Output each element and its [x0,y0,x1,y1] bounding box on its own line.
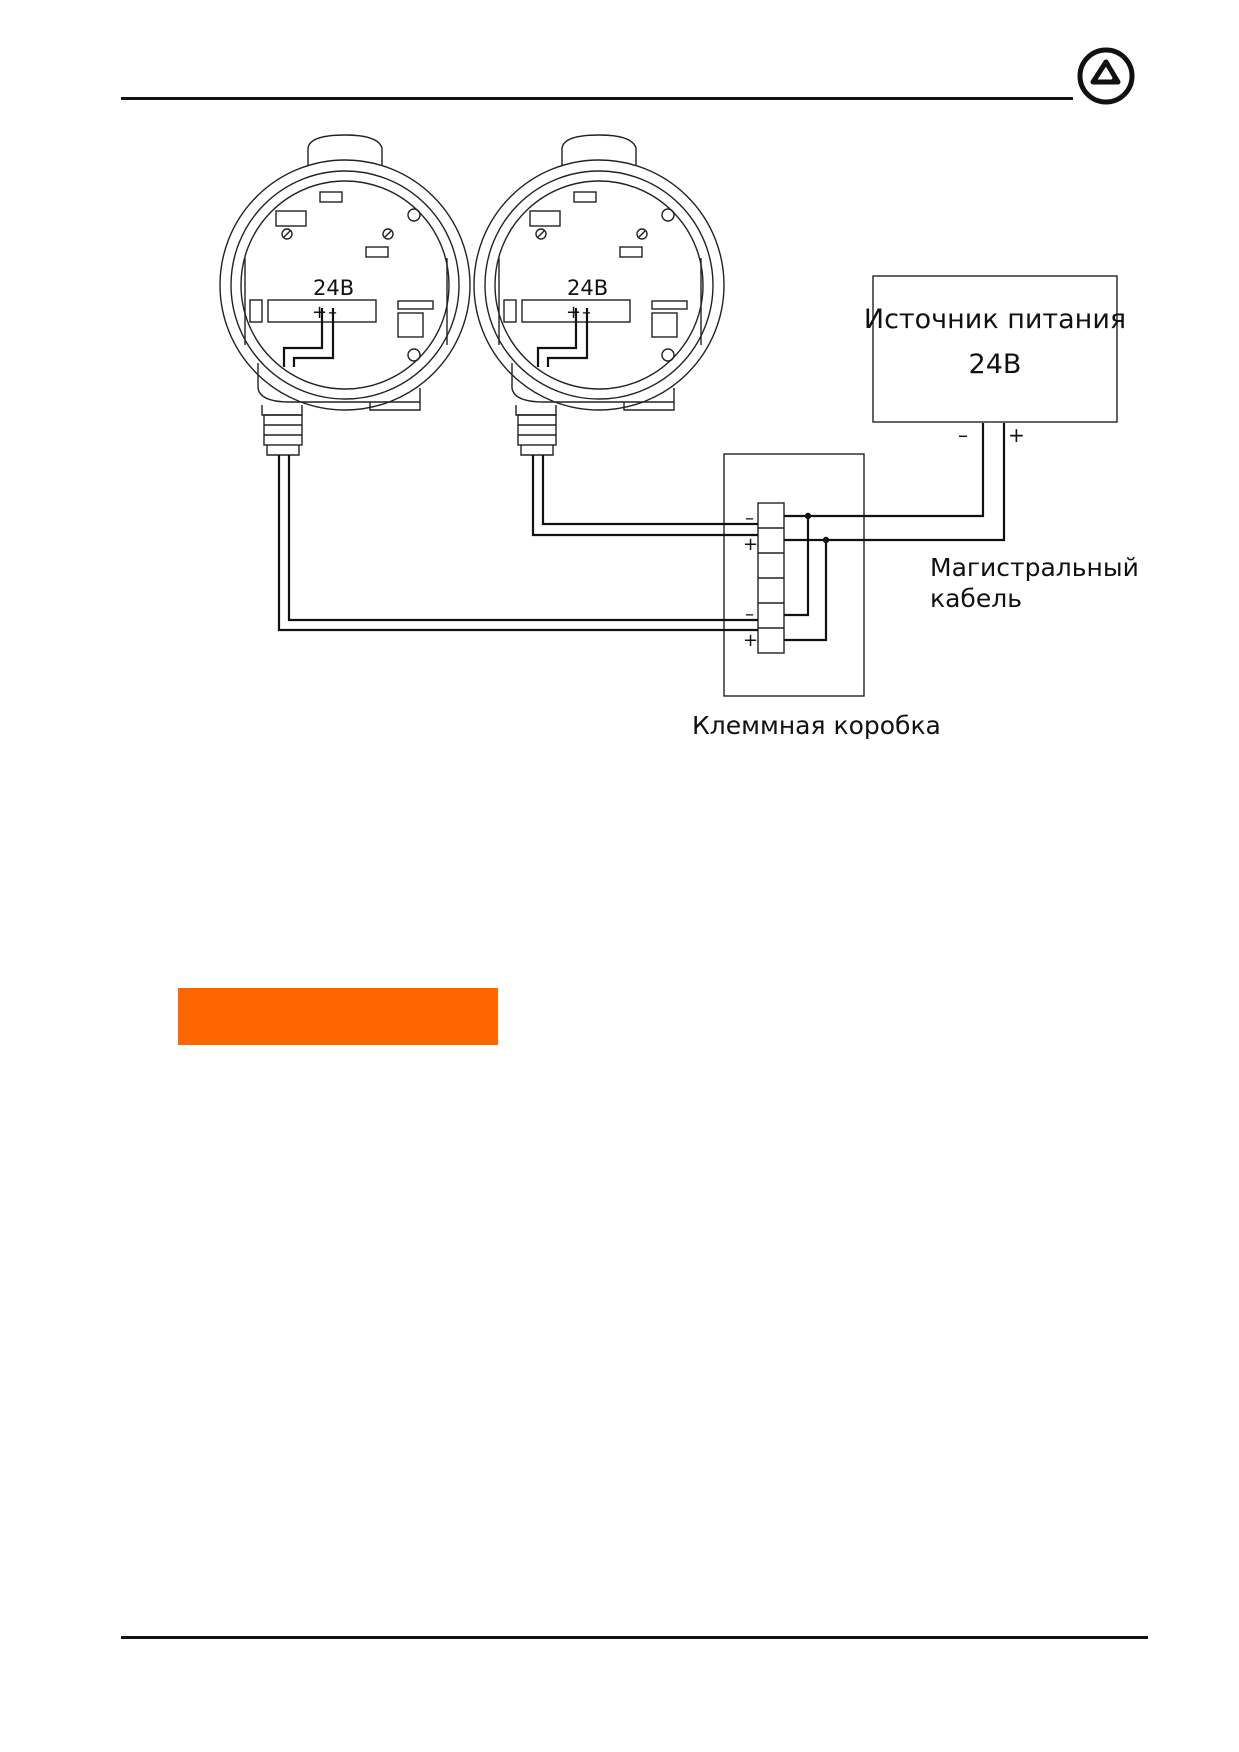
junction-box-label: Клеммная коробка [692,711,941,740]
power-supply-voltage: 24В [969,349,1022,380]
power-supply-title: Источник питания [864,304,1126,335]
meter-left-voltage-label: 24В [313,276,354,300]
meter-right-voltage-label: 24В [567,276,608,300]
company-logo-icon [1077,47,1135,105]
trunk-cable-label-line2: кабель [930,584,1022,613]
wiring [277,308,1006,642]
junction-box [723,453,865,697]
meter-right-minus: – [582,302,591,323]
jb-terminal-3-label: – [745,604,754,625]
footer-rule [121,1636,1148,1639]
meter-right-plus: + [566,302,581,323]
junction-node-plus [822,536,830,544]
meter-left-minus: – [328,302,337,323]
meter-right [473,134,725,456]
terminal-block [757,502,785,654]
power-supply-plus: + [1008,423,1025,447]
jb-terminal-4-label: + [743,630,758,651]
power-supply-minus: – [958,423,968,447]
jb-terminal-1-label: – [745,508,754,529]
junction-node-minus [804,512,812,520]
header-rule [121,97,1073,100]
jb-terminal-2-label: + [743,534,758,555]
power-supply-box [872,275,1118,423]
meter-left-plus: + [312,302,327,323]
trunk-cable-label-line1: Магистральный [930,553,1139,582]
orange-highlight-bar [178,988,498,1045]
